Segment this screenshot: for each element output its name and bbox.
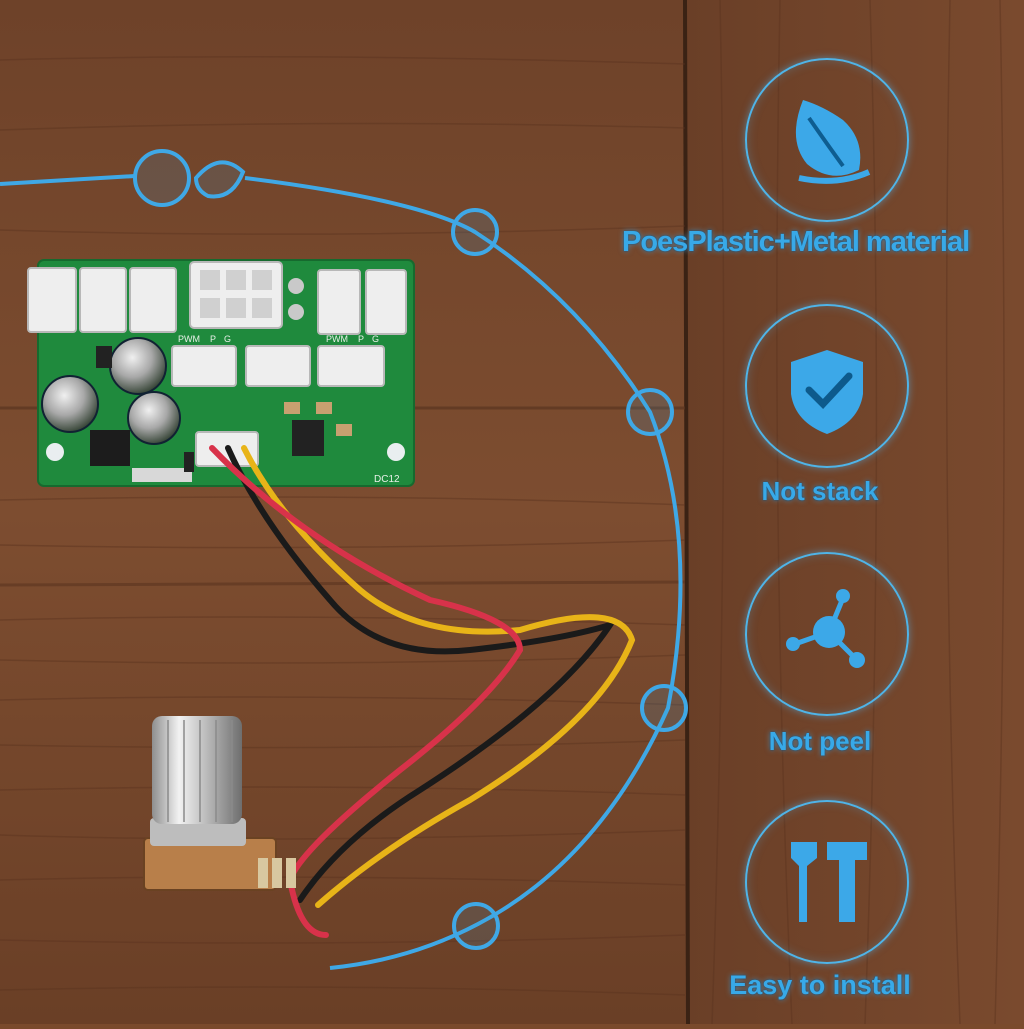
svg-text:PWM: PWM — [326, 334, 348, 344]
shield-check-icon — [791, 350, 863, 434]
pcb-board — [27, 259, 415, 487]
tools-icon — [791, 842, 867, 922]
feature-ring-material — [745, 58, 909, 222]
svg-text:G: G — [372, 334, 379, 344]
potentiometer — [143, 716, 296, 891]
wood-seam — [683, 0, 690, 1025]
pcb-pin-labels: PWM P G PWM P G DC12 — [178, 334, 400, 485]
feature-label-install: Easy to install — [729, 970, 911, 1000]
pin-label-g: G — [224, 334, 231, 344]
feature-label-stack: Not stack — [761, 476, 879, 506]
pin-label-pwm: PWM — [178, 334, 200, 344]
feature-ring-peel — [745, 552, 909, 716]
leaf-icon — [795, 100, 871, 184]
blue-arc — [0, 174, 683, 970]
wire-black — [225, 445, 618, 903]
wood-left — [0, 0, 685, 1024]
pcb-model-text: DC12 — [374, 474, 400, 485]
molecule-icon — [786, 589, 865, 668]
wire-yellow — [241, 445, 636, 908]
arc-nodes — [133, 149, 688, 950]
feature-ring-install — [745, 800, 909, 964]
feature-label-peel: Not peel — [768, 726, 872, 756]
feature-ring-stack — [745, 304, 909, 468]
svg-text:P: P — [358, 334, 364, 344]
pin-label-p: P — [210, 334, 216, 344]
feature-label-material: PoesPlastic+Metal material — [622, 226, 970, 258]
